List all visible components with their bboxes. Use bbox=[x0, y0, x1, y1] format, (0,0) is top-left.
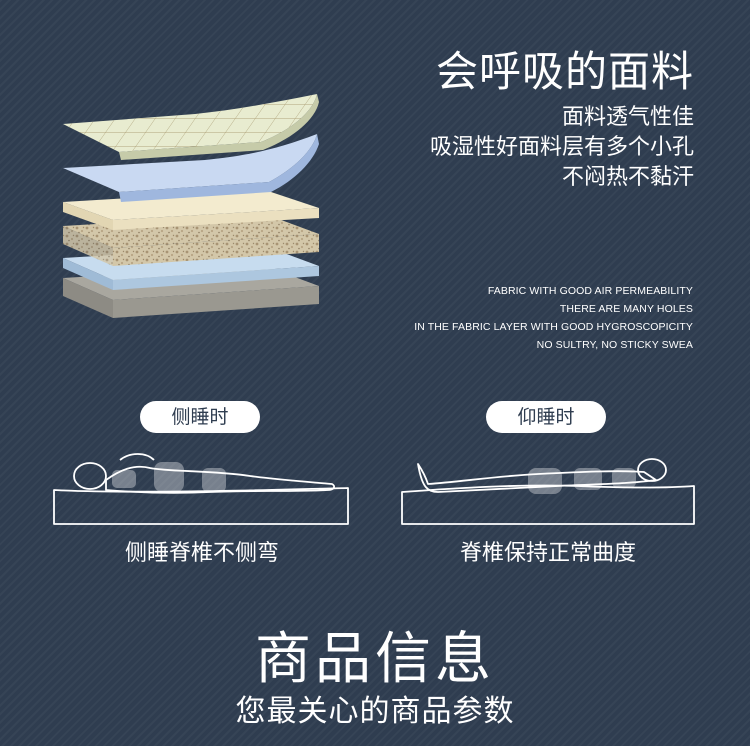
side-sleep-illustration bbox=[53, 453, 349, 525]
feature-en-line-3: IN THE FABRIC LAYER WITH GOOD HYGROSCOPI… bbox=[414, 321, 693, 333]
curled-blue-layer bbox=[63, 134, 319, 202]
back-sleep-illustration bbox=[401, 458, 695, 525]
product-info-subtitle: 您最关心的商品参数 bbox=[235, 694, 515, 729]
feature-en-line-2: THERE ARE MANY HOLES bbox=[559, 303, 693, 315]
feature-line-not-stuffy: 不闷热不黏汗 bbox=[561, 165, 694, 190]
feature-en-line-4: NO SULTRY, NO STICKY SWEA bbox=[536, 339, 693, 351]
top-fabric-layer bbox=[63, 94, 319, 160]
side-sleep-label: 侧睡时 bbox=[140, 401, 260, 433]
product-info-title: 商品信息 bbox=[255, 627, 495, 692]
latex-layer bbox=[63, 190, 319, 230]
feature-line-breathable: 面料透气性佳 bbox=[561, 105, 694, 130]
feature-en-line-1: FABRIC WITH GOOD AIR PERMEABILITY bbox=[487, 285, 693, 297]
feature-title: 会呼吸的面料 bbox=[435, 47, 694, 96]
feature-line-moisture: 吸湿性好面料层有多个小孔 bbox=[429, 135, 694, 160]
back-sleep-caption: 脊椎保持正常曲度 bbox=[459, 541, 636, 566]
mattress-layers-illustration bbox=[63, 94, 319, 318]
back-sleep-label: 仰睡时 bbox=[486, 401, 606, 433]
side-sleep-caption: 侧睡脊椎不侧弯 bbox=[124, 541, 279, 566]
